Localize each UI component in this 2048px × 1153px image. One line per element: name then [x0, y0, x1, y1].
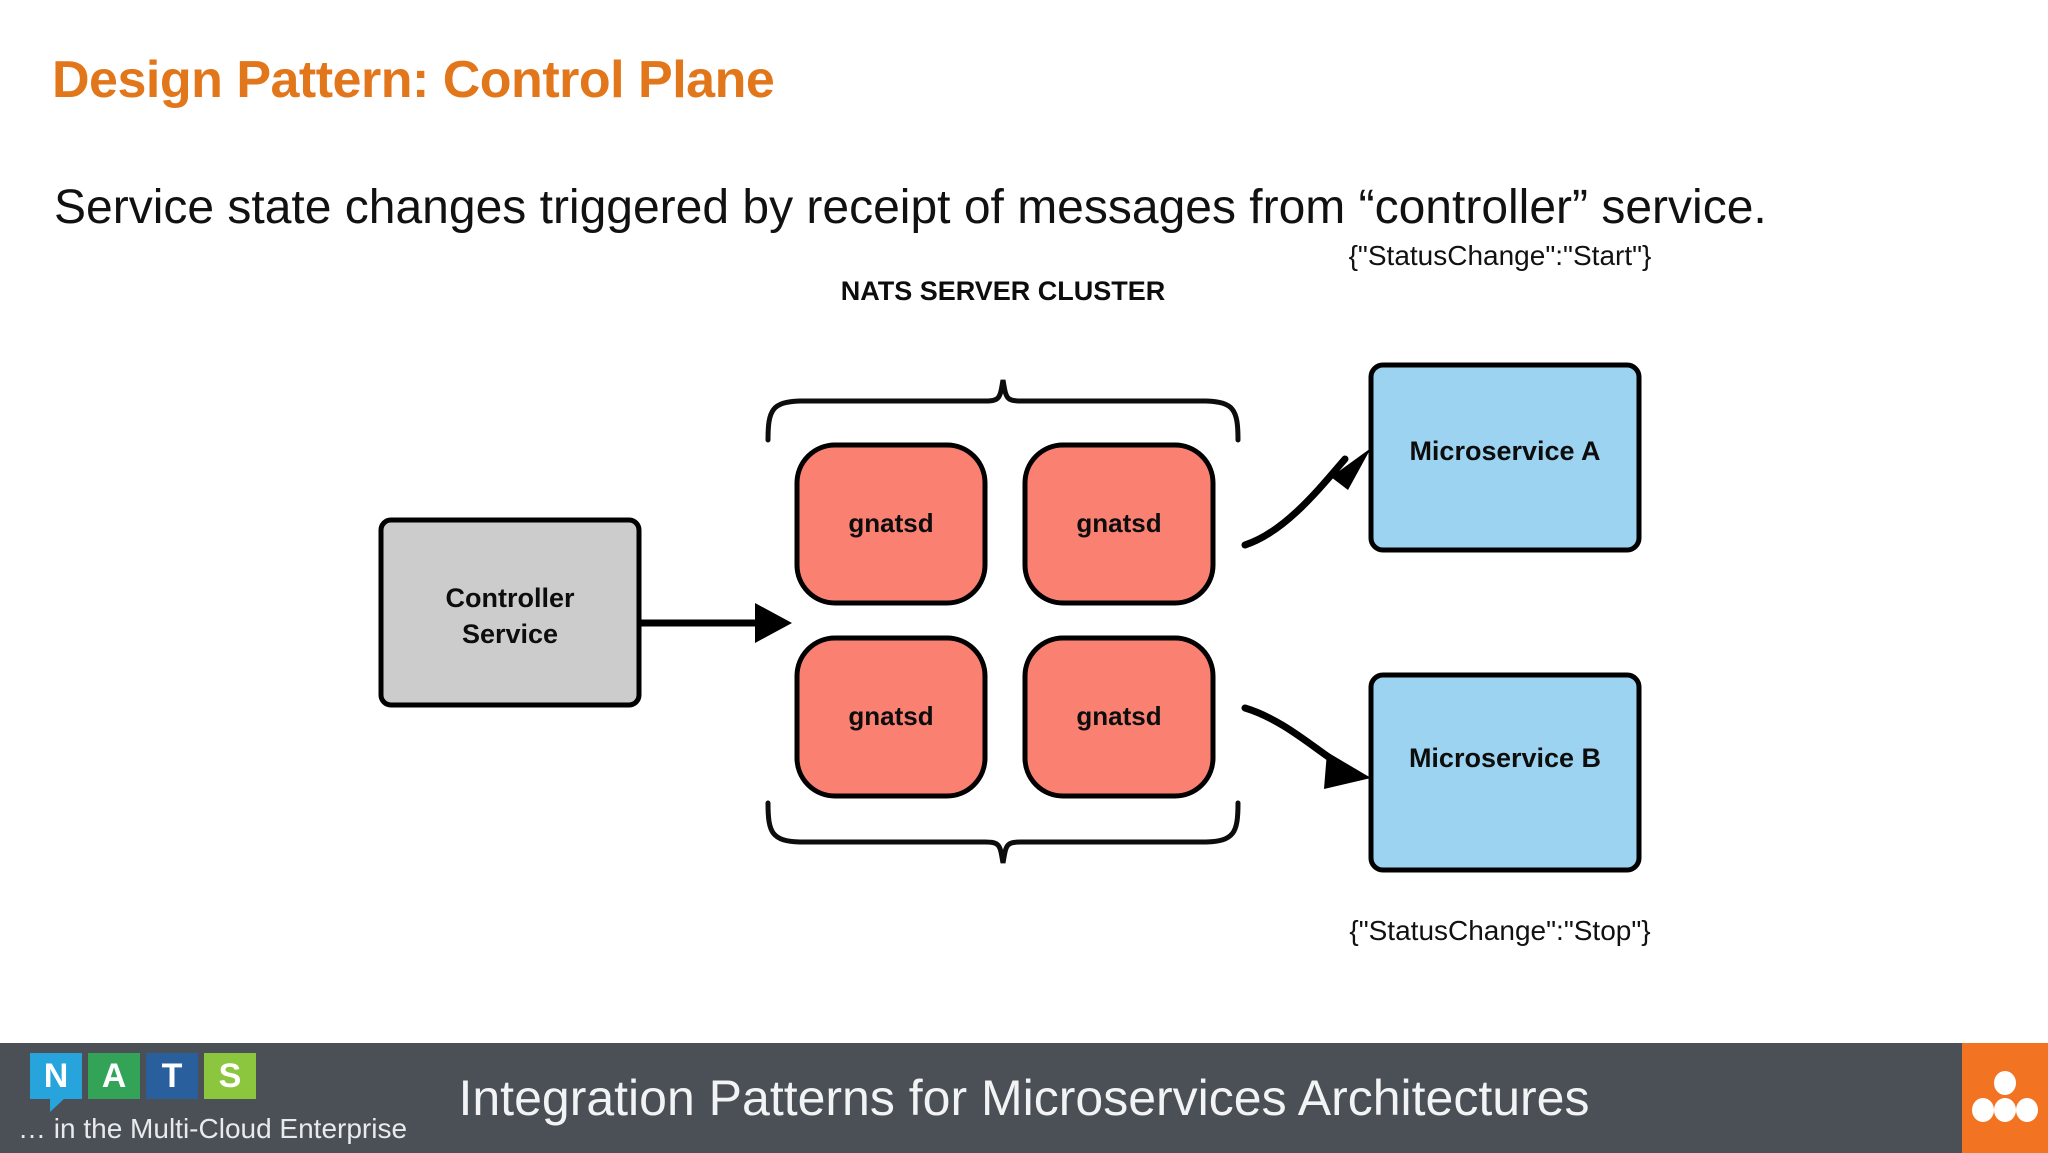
gnatsd-node-1-label: gnatsd: [848, 508, 933, 538]
message-label-start: {"StatusChange":"Start"}: [1349, 240, 1652, 271]
footer-tagline: … in the Multi-Cloud Enterprise: [18, 1113, 408, 1144]
badge-dot-left: [1972, 1098, 1994, 1122]
gnatsd-node-2[interactable]: gnatsd: [1022, 442, 1216, 606]
message-label-stop: {"StatusChange":"Stop"}: [1349, 915, 1650, 946]
arrow-cluster-to-microservice-b: [1241, 704, 1371, 789]
badge-dot-center: [1994, 1098, 2016, 1122]
controller-service-node[interactable]: Controller Service: [378, 517, 642, 708]
page-title: Design Pattern: Control Plane: [52, 51, 775, 109]
control-plane-diagram: {"StatusChange":"Start"} NATS SERVER CLU…: [0, 240, 2048, 1000]
arrow-cluster-to-microservice-a: [1241, 448, 1371, 549]
nats-logo-letter-n: N: [30, 1053, 82, 1099]
cluster-title: NATS SERVER CLUSTER: [841, 276, 1166, 306]
controller-service-label-line2: Service: [462, 619, 558, 649]
microservice-a-label: Microservice A: [1409, 436, 1600, 466]
nats-logo[interactable]: N A T S … in the Multi-Cloud Enterprise: [12, 1051, 442, 1151]
gnatsd-node-1[interactable]: gnatsd: [794, 442, 988, 606]
controller-service-label-line1: Controller: [445, 583, 574, 613]
nats-logo-letter-a: A: [88, 1053, 140, 1099]
nats-logo-letter-s: S: [204, 1053, 256, 1099]
badge-dot-top: [1994, 1071, 2016, 1095]
gnatsd-node-3[interactable]: gnatsd: [794, 635, 988, 799]
nats-logo-tiles: N A T S: [30, 1053, 256, 1112]
slide-canvas: Design Pattern: Control Plane Service st…: [0, 51, 2048, 1000]
cluster-brace-top: [765, 379, 1241, 443]
gnatsd-node-2-label: gnatsd: [1076, 508, 1161, 538]
arrow-controller-to-cluster: [639, 603, 792, 643]
slide-subtitle: Service state changes triggered by recei…: [54, 181, 1767, 234]
microservice-b-node[interactable]: Microservice B: [1368, 672, 1642, 873]
footer-bar: Integration Patterns for Microservices A…: [0, 1043, 2048, 1153]
gnatsd-node-4[interactable]: gnatsd: [1022, 635, 1216, 799]
gnatsd-node-3-label: gnatsd: [848, 701, 933, 731]
nats-logo-letter-t: T: [146, 1053, 198, 1099]
cluster-brace-bottom: [765, 800, 1241, 864]
badge-dot-right: [2016, 1098, 2038, 1122]
microservice-a-node[interactable]: Microservice A: [1368, 362, 1642, 553]
microservice-b-label: Microservice B: [1409, 743, 1601, 773]
nats-logo-speech-tail-icon: [50, 1098, 65, 1112]
gnatsd-node-4-label: gnatsd: [1076, 701, 1161, 731]
nats-dots-badge-icon: [1962, 1043, 2048, 1153]
